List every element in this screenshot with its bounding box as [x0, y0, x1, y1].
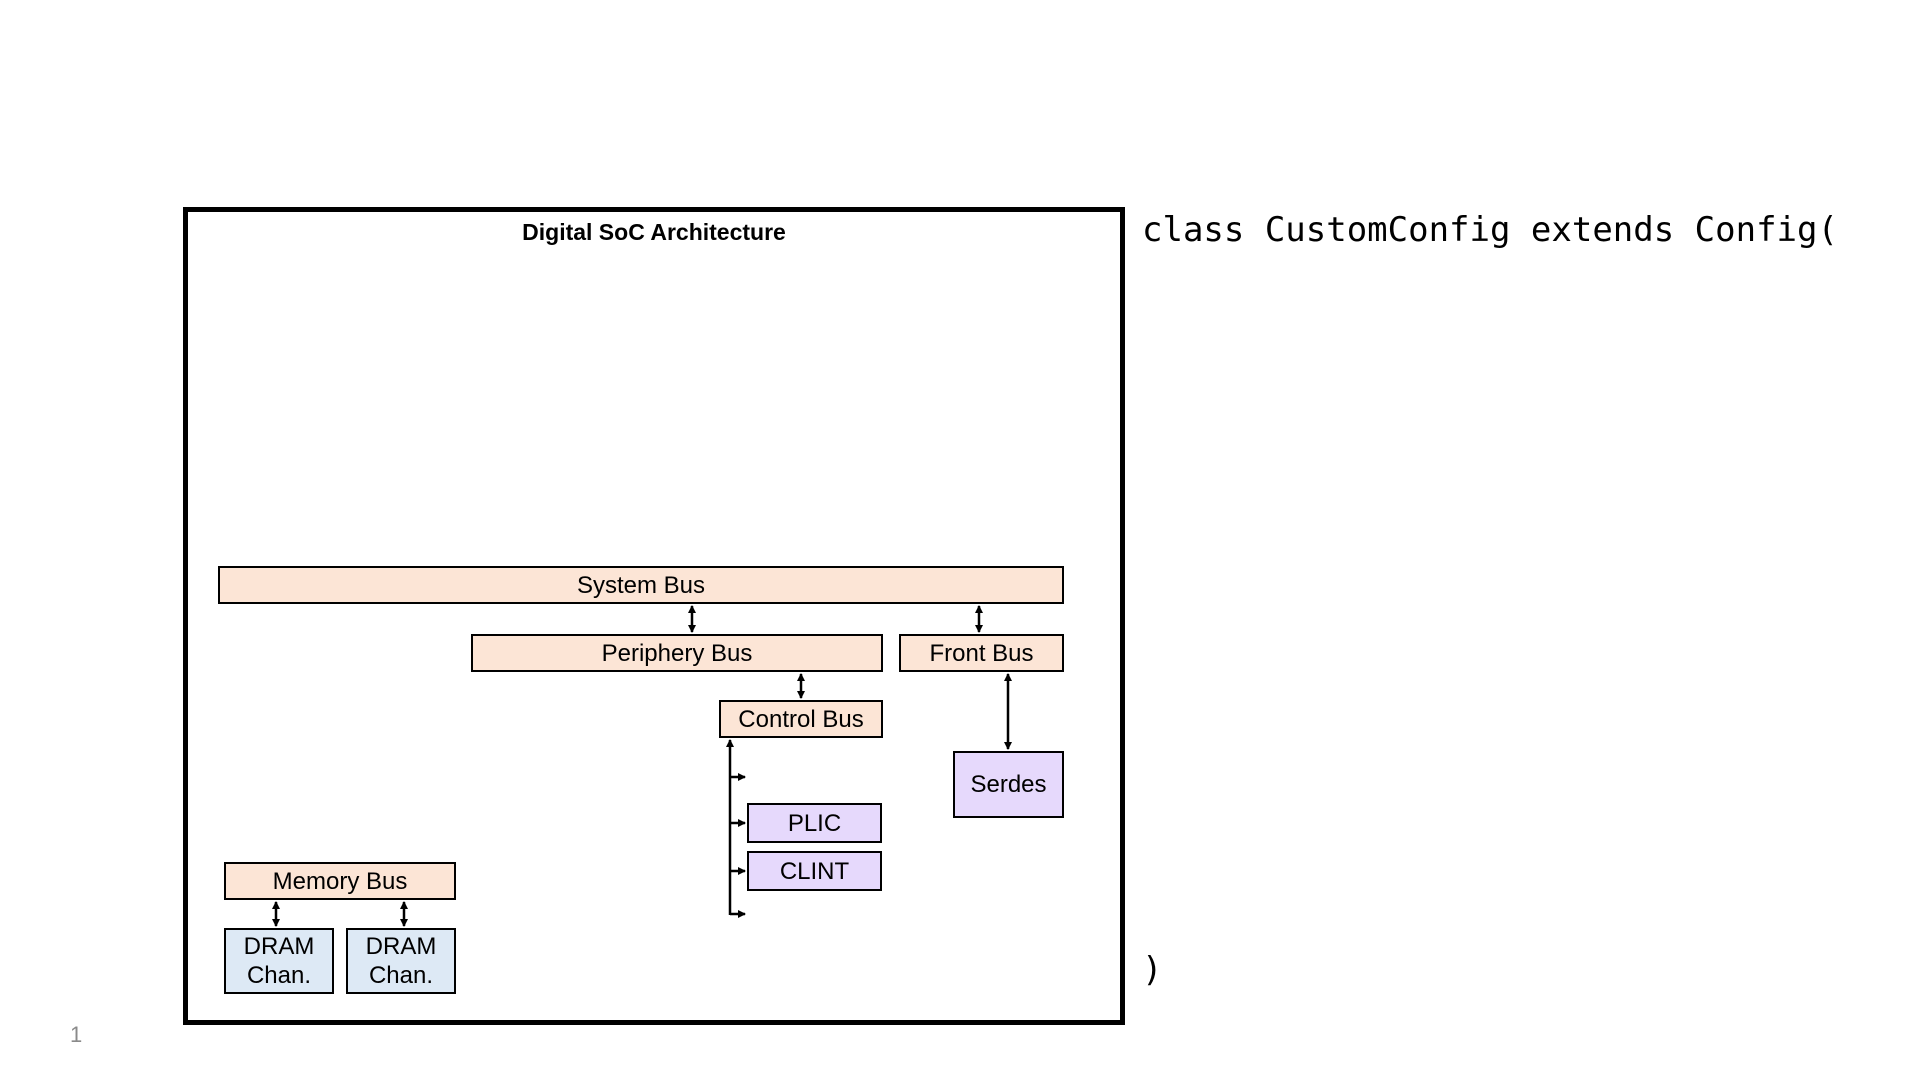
clint-label: CLINT [779, 857, 850, 885]
front-bus-box: Front Bus [899, 634, 1064, 672]
diagram-title: Digital SoC Architecture [522, 219, 786, 245]
system-bus-label: System Bus [576, 571, 706, 599]
memory-bus-box: Memory Bus [224, 862, 456, 900]
plic-box: PLIC [747, 803, 882, 843]
config-code-close: ) [1142, 950, 1163, 990]
system-bus-box: System Bus [218, 566, 1064, 604]
serdes-label: Serdes [970, 771, 1047, 798]
dram-channel-box: DRAM Chan. [346, 928, 456, 994]
memory-bus-label: Memory Bus [272, 867, 408, 895]
periphery-bus-box: Periphery Bus [471, 634, 883, 672]
soc-diagram-frame [183, 207, 1125, 1025]
front-bus-label: Front Bus [929, 639, 1034, 667]
dram-channel-label: DRAM Chan. [365, 933, 437, 989]
control-bus-label: Control Bus [738, 705, 864, 733]
control-bus-box: Control Bus [719, 700, 883, 738]
slide-page-number: 1 [70, 1022, 83, 1047]
dram-channel-label: DRAM Chan. [243, 933, 315, 989]
periphery-bus-label: Periphery Bus [601, 639, 753, 667]
clint-box: CLINT [747, 851, 882, 891]
config-code-open: class CustomConfig extends Config( [1142, 210, 1838, 250]
serdes-box: Serdes [953, 751, 1064, 818]
dram-channel-box: DRAM Chan. [224, 928, 334, 994]
plic-label: PLIC [787, 809, 842, 837]
